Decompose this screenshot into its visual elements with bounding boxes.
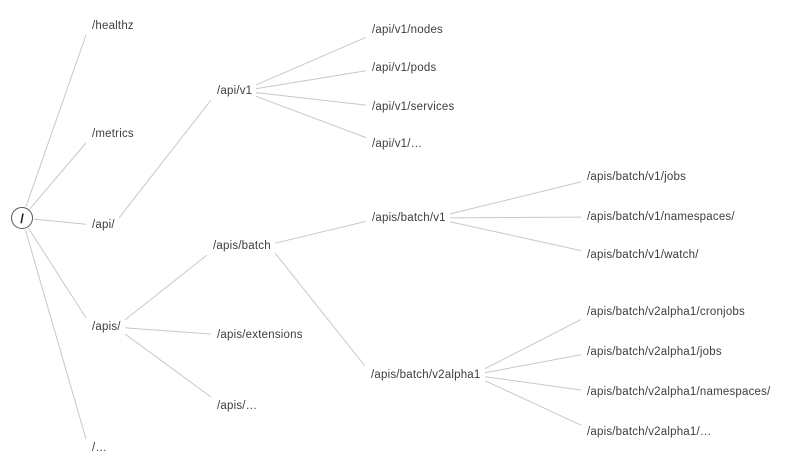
node-v1-more: /api/v1/…	[372, 138, 423, 150]
node-healthz: /healthz	[92, 20, 134, 32]
node-batch-v1-watch: /apis/batch/v1/watch/	[587, 249, 699, 261]
node-v1-pods: /api/v1/pods	[372, 62, 437, 74]
edge-api-v1-v1-nodes	[255, 36, 367, 86]
edge-api-api-v1	[118, 99, 212, 219]
edge-batch-v1-batch-v1-namespaces	[449, 216, 582, 219]
node-apis-batch: /apis/batch	[213, 240, 271, 252]
edge-root-healthz	[25, 34, 87, 207]
node-batch-v1-namespaces: /apis/batch/v1/namespaces/	[587, 211, 735, 223]
edge-root-metrics	[29, 142, 87, 210]
node-v2-jobs: /apis/batch/v2alpha1/jobs	[587, 346, 722, 358]
edge-apis-batch-batch-v2	[274, 252, 366, 367]
node-apis-extensions: /apis/extensions	[217, 329, 303, 341]
node-root-more: /…	[92, 442, 108, 454]
edge-apis-apis-extensions	[124, 327, 212, 335]
edge-batch-v2-v2-cronjobs	[484, 319, 582, 370]
node-batch-v1: /apis/batch/v1	[372, 212, 446, 224]
node-metrics: /metrics	[92, 128, 134, 140]
node-batch-v2: /apis/batch/v2alpha1	[371, 369, 481, 381]
edge-apis-apis-more	[124, 333, 212, 398]
edge-api-v1-v1-more	[255, 95, 367, 139]
node-batch-v1-jobs: /apis/batch/v1/jobs	[587, 171, 687, 183]
edge-api-v1-v1-services	[255, 92, 367, 106]
edge-root-apis	[28, 227, 87, 319]
node-api: /api/	[92, 219, 115, 231]
root-node: /	[11, 207, 33, 229]
edge-batch-v2-v2-jobs	[484, 354, 582, 374]
edge-batch-v1-batch-v1-jobs	[449, 181, 582, 215]
edge-apis-apis-batch	[124, 254, 208, 321]
node-v2-namespaces: /apis/batch/v2alpha1/namespaces/	[587, 386, 771, 398]
edge-batch-v1-batch-v1-watch	[449, 221, 582, 252]
node-apis: /apis/	[92, 321, 121, 333]
node-api-v1: /api/v1	[217, 85, 253, 97]
edge-batch-v2-v2-namespaces	[484, 376, 582, 391]
edge-apis-batch-batch-v1	[274, 220, 367, 244]
root-label: /	[20, 210, 24, 226]
node-v1-services: /api/v1/services	[372, 101, 455, 113]
node-v2-more: /apis/batch/v2alpha1/…	[587, 426, 712, 438]
node-v1-nodes: /api/v1/nodes	[372, 24, 444, 36]
edge-batch-v2-v2-more	[484, 380, 582, 426]
edge-api-v1-v1-pods	[255, 70, 367, 90]
node-apis-more: /apis/…	[217, 400, 258, 412]
node-v2-cronjobs: /apis/batch/v2alpha1/cronjobs	[587, 306, 745, 318]
edge-root-root-more	[24, 229, 87, 440]
edge-root-api	[33, 218, 87, 225]
